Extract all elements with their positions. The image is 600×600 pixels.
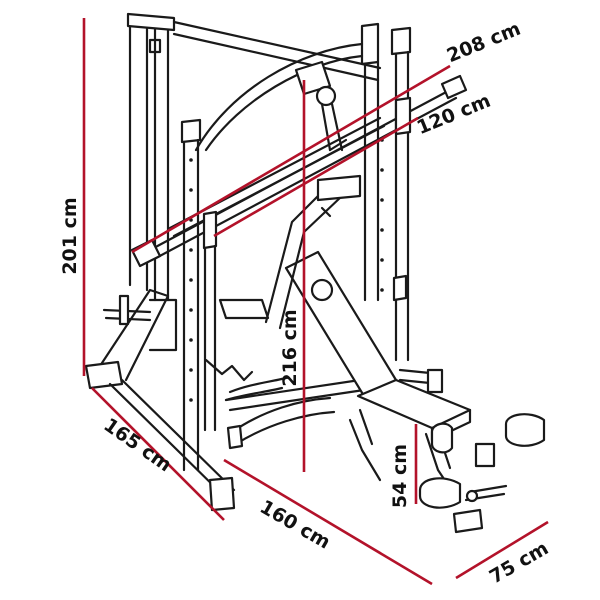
label-bench-height: 216 cm xyxy=(279,309,301,386)
label-frame-depth: 165 cm xyxy=(99,414,175,476)
label-bench-width: 75 cm xyxy=(486,537,553,588)
dim-line-bar-length xyxy=(131,64,451,254)
label-frame-height: 201 cm xyxy=(59,197,81,274)
label-total-length: 160 cm xyxy=(256,496,334,554)
dimension-labels: 201 cm 208 cm 120 cm 216 cm 165 cm 160 c… xyxy=(59,18,552,589)
dim-line-frame-depth xyxy=(91,387,225,521)
chain-handles xyxy=(204,298,288,402)
lat-arch-bar xyxy=(194,42,364,152)
base-frame xyxy=(108,368,444,512)
label-bar-length: 208 cm xyxy=(444,18,524,67)
dim-line-grip-width xyxy=(213,116,419,238)
dim-line-bench-width xyxy=(455,520,549,580)
bench xyxy=(264,174,546,534)
floor-handle xyxy=(226,396,336,450)
front-left-frame xyxy=(180,118,218,472)
label-seat-height: 54 cm xyxy=(389,444,411,508)
label-grip-width: 120 cm xyxy=(414,90,494,139)
rear-left-tower xyxy=(126,12,176,302)
pulley-cluster xyxy=(315,85,348,152)
dimension-lines xyxy=(82,18,549,586)
plate-storage-arm xyxy=(84,288,178,390)
dim-line-total-length xyxy=(223,458,433,586)
top-crossbar xyxy=(172,20,382,82)
rear-right-tower xyxy=(360,22,412,362)
